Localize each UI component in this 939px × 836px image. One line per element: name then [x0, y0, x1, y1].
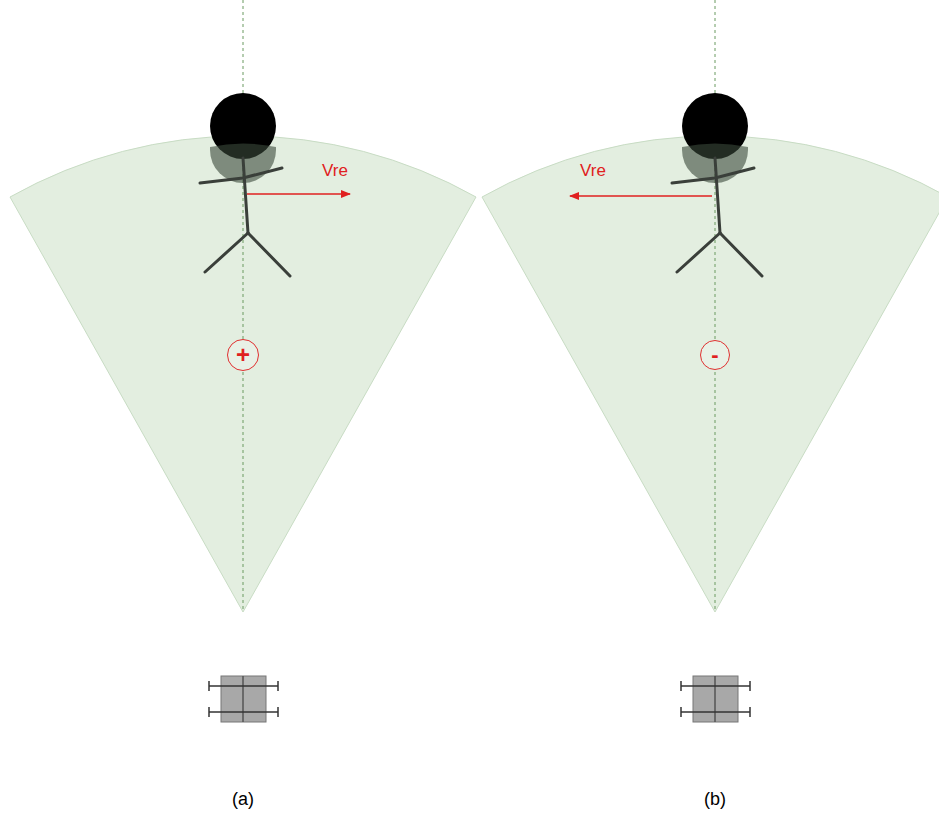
panel-a	[10, 0, 476, 722]
stick-figure	[200, 158, 290, 276]
center-line	[715, 0, 716, 612]
center-line	[243, 0, 244, 612]
robot	[209, 676, 278, 722]
velocity-label: Vre	[580, 162, 606, 181]
velocity-label: Vre	[322, 162, 348, 181]
panel-caption: (a)	[232, 790, 254, 810]
velocity-arrow	[570, 195, 712, 197]
velocity-arrow	[247, 193, 350, 195]
stick-figure	[672, 158, 762, 276]
sensor-fan	[482, 136, 939, 612]
sign-symbol: +	[236, 343, 250, 367]
panel-caption: (b)	[704, 790, 726, 810]
sign-circle: -	[700, 340, 730, 370]
sign-circle: +	[227, 339, 259, 371]
robot	[681, 676, 750, 722]
sign-symbol: -	[711, 344, 718, 366]
panel-b	[482, 0, 939, 722]
